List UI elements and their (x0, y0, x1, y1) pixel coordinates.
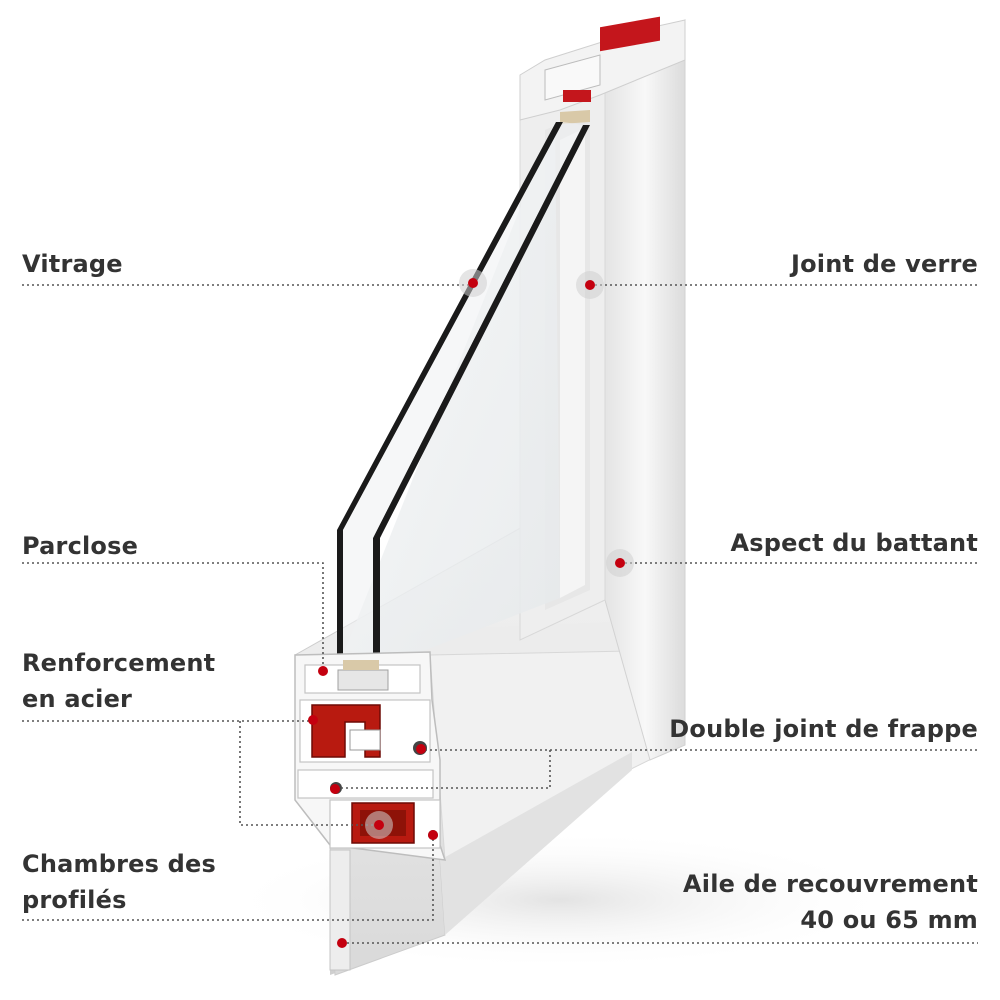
marker-vitrage (459, 269, 487, 297)
label-chambres-des-profiles: Chambres des profilés (22, 846, 216, 918)
leader-line-chambres (22, 835, 434, 921)
marker-renforcement (308, 715, 318, 725)
double-glazing (337, 122, 590, 662)
label-aspect-du-battant: Aspect du battant (730, 529, 978, 557)
leader-line-parclose (22, 562, 324, 670)
marker-double-joint (416, 744, 426, 754)
label-renforcement-en-acier: Renforcement en acier (22, 645, 215, 717)
markers (308, 269, 634, 948)
marker-chambres (428, 830, 438, 840)
label-renforcement-line2: en acier (22, 685, 133, 713)
label-aile-de-recouvrement: Aile de recouvrement 40 ou 65 mm (683, 866, 978, 938)
label-double-joint-de-frappe: Double joint de frappe (669, 715, 978, 743)
leader-line-double-joint-branch (335, 750, 551, 789)
marker-aspect-du-battant (606, 549, 634, 577)
label-renforcement-line1: Renforcement (22, 649, 216, 677)
label-parclose: Parclose (22, 532, 139, 560)
marker-double-joint-2 (330, 784, 340, 794)
marker-renforcement-2 (365, 811, 393, 839)
marker-joint-de-verre (576, 271, 604, 299)
label-chambres-line1: Chambres des (22, 850, 216, 878)
label-joint-de-verre: Joint de verre (790, 250, 978, 278)
label-vitrage: Vitrage (22, 250, 123, 278)
label-aile-line2: 40 ou 65 mm (800, 906, 978, 934)
leader-lines (22, 284, 978, 944)
label-aile-line1: Aile de recouvrement (683, 870, 978, 898)
window-frame-illustration (294, 16, 686, 976)
marker-parclose (318, 666, 328, 676)
marker-aile (337, 938, 347, 948)
label-chambres-line2: profilés (22, 886, 127, 914)
profile-cross-section (294, 651, 447, 971)
